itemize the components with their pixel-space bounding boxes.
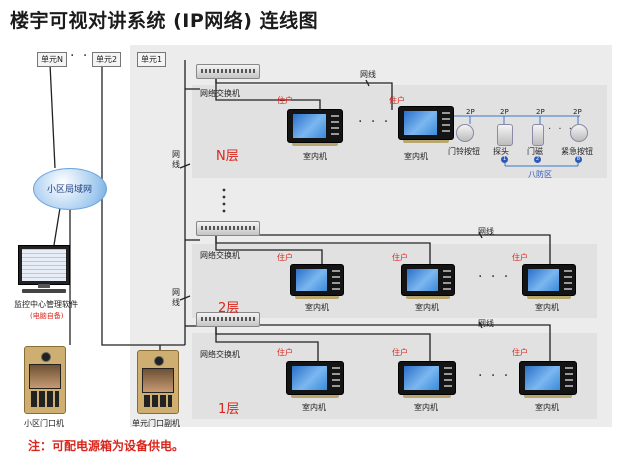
alarm-zone-label: 八防区 xyxy=(528,170,552,179)
pc-keyboard xyxy=(22,289,66,293)
indoor-monitor-icon-2-2 xyxy=(401,264,455,299)
wire-label-magnet: 2P xyxy=(536,108,545,116)
ellipsis-floor-1: · · · xyxy=(478,368,511,384)
unit-gate-station-icon xyxy=(137,350,179,414)
wire-lan-pc xyxy=(53,207,61,246)
community-gate-label: 小区门口机 xyxy=(24,419,64,428)
unit-n-label: 单元N xyxy=(37,52,67,67)
emergency-label: 紧急按钮 xyxy=(561,147,593,156)
wire-label-emergency: 2P xyxy=(573,108,582,116)
floor-name-n: N层 xyxy=(216,149,239,164)
resident-label-2-2: 住户 xyxy=(392,253,408,262)
switch-label-2: 网络交换机 xyxy=(200,251,240,260)
monitoring-sublabel: (电脑自备) xyxy=(30,312,64,320)
switch-label-1: 网络交换机 xyxy=(200,350,240,359)
monitoring-pc-icon xyxy=(18,245,70,285)
resident-label-1-2: 住户 xyxy=(392,348,408,357)
network-switch-icon-n xyxy=(196,64,260,79)
ellipsis-floor-n: · · · xyxy=(358,114,391,130)
doorbell-label: 门铃按钮 xyxy=(448,147,480,156)
indoor-label-1-1: 室内机 xyxy=(302,403,326,412)
indoor-monitor-icon-2-1 xyxy=(290,264,344,299)
magnet-badge: 2 xyxy=(534,156,541,163)
vertical-cable-label-upper: 网线 xyxy=(172,150,180,169)
wire-floor-2-near xyxy=(215,227,323,268)
power-supply-note: 注：可配电源箱为设备供电。 xyxy=(28,439,185,453)
resident-label-1-3: 住户 xyxy=(512,348,528,357)
wire-label-probe: 2P xyxy=(500,108,509,116)
floor-name-2: 2层 xyxy=(218,301,240,316)
probe-badge: 1 xyxy=(501,156,508,163)
resident-label-n-1: 住户 xyxy=(277,96,293,105)
indoor-monitor-icon-n-2 xyxy=(398,106,454,143)
monitoring-software-label: 监控中心管理软件 xyxy=(14,300,78,309)
doorbell-button-icon xyxy=(456,124,474,142)
indoor-label-2-1: 室内机 xyxy=(305,303,329,312)
network-switch-icon-2 xyxy=(196,221,260,236)
resident-label-2-1: 住户 xyxy=(277,253,293,262)
door-magnet-icon xyxy=(532,124,544,146)
indoor-monitor-icon-2-3 xyxy=(522,264,576,299)
floor-name-1: 1层 xyxy=(218,402,240,417)
indoor-label-2-2: 室内机 xyxy=(415,303,439,312)
switch-label-n: 网络交换机 xyxy=(200,89,240,98)
indoor-monitor-icon-1-1 xyxy=(286,361,344,398)
vertical-cable-label-lower: 网线 xyxy=(172,288,180,307)
indoor-monitor-icon-1-2 xyxy=(398,361,456,398)
resident-label-n-2: 住户 xyxy=(389,96,405,105)
page-title: 楼宇可视对讲系统 (IP网络) 连线图 xyxy=(10,10,319,32)
community-lan-label: 小区局域网 xyxy=(47,185,93,195)
indoor-label-n-2: 室内机 xyxy=(404,152,428,161)
wire-unit1-trunk xyxy=(101,168,185,346)
wire-unitn-lan xyxy=(49,63,56,169)
cable-label-top: 网线 xyxy=(360,70,376,79)
community-gate-station-icon xyxy=(24,346,66,414)
resident-label-1-1: 住户 xyxy=(277,348,293,357)
magnet-label: 门磁 xyxy=(527,147,543,156)
indoor-label-1-2: 室内机 xyxy=(414,403,438,412)
resident-label-2-3: 住户 xyxy=(512,253,528,262)
unit-gate-label: 单元门口副机 xyxy=(132,419,180,428)
wire-label-doorbell: 2P xyxy=(466,108,475,116)
indoor-label-1-3: 室内机 xyxy=(535,403,559,412)
community-lan-cloud-icon xyxy=(33,168,107,210)
wire-floor-2-far xyxy=(215,227,551,268)
indoor-label-2-3: 室内机 xyxy=(535,303,559,312)
alarm-ellipsis: · · · xyxy=(548,124,574,135)
wire-floor-n-far xyxy=(215,76,393,110)
emergency-button-icon xyxy=(570,124,588,142)
indoor-label-n-1: 室内机 xyxy=(303,152,327,161)
indoor-monitor-icon-n-1 xyxy=(287,109,343,146)
network-switch-icon-1 xyxy=(196,312,260,327)
wire-floor-1-far xyxy=(215,318,551,372)
pc-stand xyxy=(38,284,50,288)
emergency-badge: 8 xyxy=(575,156,582,163)
wire-floor-n-near xyxy=(215,76,321,117)
probe-sensor-icon xyxy=(497,124,513,146)
indoor-monitor-icon-1-3 xyxy=(519,361,577,398)
probe-label: 探头 xyxy=(493,147,509,156)
unit-2-label: 单元2 xyxy=(92,52,122,67)
cable-label-floor-1: 网线 xyxy=(478,319,494,328)
cable-label-floor-2: 网线 xyxy=(478,227,494,236)
unit-1-label: 单元1 xyxy=(137,52,167,67)
wire-floor-1-near xyxy=(215,318,319,372)
ellipsis-floor-2: · · · xyxy=(478,269,511,285)
